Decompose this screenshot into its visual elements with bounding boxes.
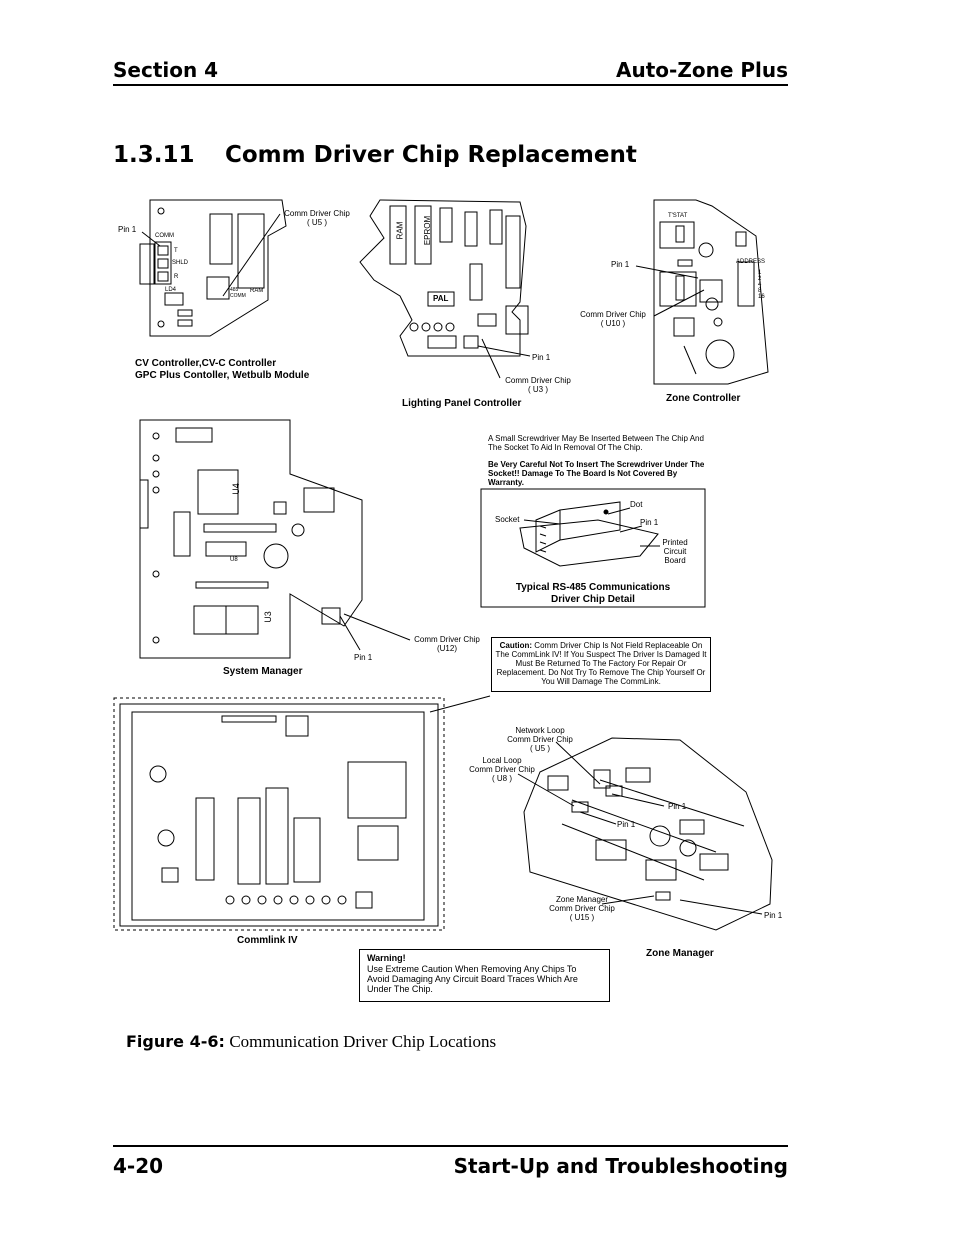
sm-pin1-label: Pin 1 bbox=[354, 653, 373, 662]
zc-address-label: ADDRESS bbox=[736, 259, 766, 265]
figure-caption-label: Figure 4-6: bbox=[126, 1032, 225, 1051]
cv-ld4-label: LD4 bbox=[165, 287, 177, 293]
zm-zm-title: Zone Manager bbox=[555, 895, 609, 904]
zm-pin1-c: Pin 1 bbox=[764, 911, 783, 920]
chapter-title: Start-Up and Troubleshooting bbox=[453, 1154, 788, 1178]
section-number: 1.3.11 bbox=[113, 142, 195, 168]
cv-t-label: T bbox=[174, 248, 178, 254]
lp-pin1-label: Pin 1 bbox=[532, 353, 551, 362]
zm-network-label: Network Loop Comm Driver Chip ( U5 ) bbox=[500, 726, 580, 753]
lighting-panel-board bbox=[359, 199, 531, 379]
detail-note-1: A Small Screwdriver May Be Inserted Betw… bbox=[488, 434, 704, 452]
zm-caption: Zone Manager bbox=[646, 948, 714, 959]
figure-caption-text: Communication Driver Chip Locations bbox=[229, 1032, 497, 1051]
lp-ram-label: RAM bbox=[395, 221, 405, 240]
zone-manager-board bbox=[517, 737, 773, 931]
lp-chip-id: ( U3 ) bbox=[528, 385, 548, 394]
page-number: 4-20 bbox=[113, 1154, 164, 1178]
cv-caption-line1: CV Controller,CV-C Controller bbox=[135, 358, 277, 369]
zm-local-id: ( U8 ) bbox=[492, 774, 512, 783]
cv-ram-label: RAM bbox=[250, 288, 264, 294]
commlink-board bbox=[113, 695, 491, 931]
zc-pin1-label: Pin 1 bbox=[611, 260, 630, 269]
detail-caption-line2: Driver Chip Detail bbox=[551, 594, 635, 605]
caution-box: Caution: Comm Driver Chip Is Not Field R… bbox=[491, 637, 711, 692]
header-rule bbox=[113, 84, 788, 86]
zm-local-chip: Comm Driver Chip bbox=[469, 765, 535, 774]
detail-caption: Typical RS-485 Communications Driver Chi… bbox=[486, 582, 700, 606]
zm-network-id: ( U5 ) bbox=[530, 744, 550, 753]
detail-caption-line1: Typical RS-485 Communications bbox=[515, 582, 671, 593]
cv-chip-text: Comm Driver Chip bbox=[284, 209, 350, 218]
zm-local-title: Local Loop bbox=[482, 756, 522, 765]
sm-chip-text: Comm Driver Chip bbox=[414, 635, 480, 644]
zm-network-title: Network Loop bbox=[515, 726, 565, 735]
zone-controller-board bbox=[635, 199, 769, 385]
figure-caption: Figure 4-6: Communication Driver Chip Lo… bbox=[126, 1032, 496, 1052]
detail-dot-label: Dot bbox=[630, 500, 643, 509]
product-name: Auto-Zone Plus bbox=[616, 58, 788, 82]
commlink-caption: Commlink IV bbox=[237, 935, 298, 946]
zm-pin1-b: Pin 1 bbox=[617, 820, 636, 829]
zc-tstat-label: T'STAT bbox=[668, 213, 688, 219]
caution-text: Comm Driver Chip Is Not Field Replaceabl… bbox=[495, 641, 707, 686]
cv-chip-id: ( U5 ) bbox=[307, 218, 327, 227]
zm-local-label: Local Loop Comm Driver Chip ( U8 ) bbox=[462, 756, 542, 783]
zm-zm-label: Zone Manager Comm Driver Chip ( U15 ) bbox=[542, 895, 622, 922]
sm-chip-label: Comm Driver Chip (U12) bbox=[406, 635, 488, 653]
zm-zm-id: ( U15 ) bbox=[569, 913, 595, 922]
page-title: Comm Driver Chip Replacement bbox=[225, 142, 637, 168]
sm-u4-label: U4 bbox=[230, 483, 241, 495]
cv-485-label: 485 COMM bbox=[230, 287, 246, 299]
zm-zm-chip: Comm Driver Chip bbox=[549, 904, 615, 913]
zc-chip-id: ( U10 ) bbox=[600, 319, 626, 328]
warning-text: Use Extreme Caution When Removing Any Ch… bbox=[367, 964, 578, 994]
cv-r-label: R bbox=[174, 274, 179, 280]
chip-detail-drawing bbox=[480, 488, 706, 608]
sm-u8-label: U8 bbox=[230, 557, 238, 563]
cv-chip-label: Comm Driver Chip ( U5 ) bbox=[276, 209, 358, 227]
sm-u3-label: U3 bbox=[262, 611, 273, 623]
cv-caption: CV Controller,CV-C Controller GPC Plus C… bbox=[135, 358, 309, 382]
caution-label: Caution: bbox=[499, 641, 533, 650]
zc-chip-label: Comm Driver Chip ( U10 ) bbox=[574, 310, 652, 328]
footer-rule bbox=[113, 1145, 788, 1147]
detail-pin1-label: Pin 1 bbox=[640, 518, 659, 527]
lp-eprom-label: EPROM bbox=[423, 215, 433, 246]
zm-network-chip: Comm Driver Chip bbox=[507, 735, 573, 744]
lp-caption: Lighting Panel Controller bbox=[402, 398, 522, 409]
detail-pcb-label: Printed Circuit Board bbox=[662, 538, 688, 565]
zm-pin1-a: Pin 1 bbox=[668, 802, 687, 811]
detail-note-2: Be Very Careful Not To Insert The Screwd… bbox=[488, 460, 705, 487]
lp-pal-label: PAL bbox=[433, 294, 449, 303]
lp-chip-text: Comm Driver Chip bbox=[505, 376, 571, 385]
sm-chip-id: (U12) bbox=[436, 644, 457, 653]
lp-chip-label: Comm Driver Chip ( U3 ) bbox=[496, 376, 580, 394]
cv-shld-label: SHLD bbox=[172, 260, 189, 266]
cv-pin1-label: Pin 1 bbox=[118, 225, 137, 234]
warning-label: Warning! bbox=[367, 953, 406, 963]
cv-controller-board bbox=[139, 199, 287, 337]
detail-socket-label: Socket bbox=[495, 515, 520, 524]
cv-caption-line2: GPC Plus Contoller, Wetbulb Module bbox=[135, 370, 310, 381]
zc-caption: Zone Controller bbox=[666, 393, 741, 404]
system-manager-board bbox=[139, 419, 411, 659]
zc-chip-text: Comm Driver Chip bbox=[580, 310, 646, 319]
warning-box: Warning! Use Extreme Caution When Removi… bbox=[359, 949, 610, 1002]
cv-comm-label: COMM bbox=[155, 233, 174, 239]
sm-caption: System Manager bbox=[223, 666, 303, 677]
section-label: Section 4 bbox=[113, 58, 219, 82]
zc-address-values: 1 2 4 8 16 bbox=[758, 270, 765, 300]
